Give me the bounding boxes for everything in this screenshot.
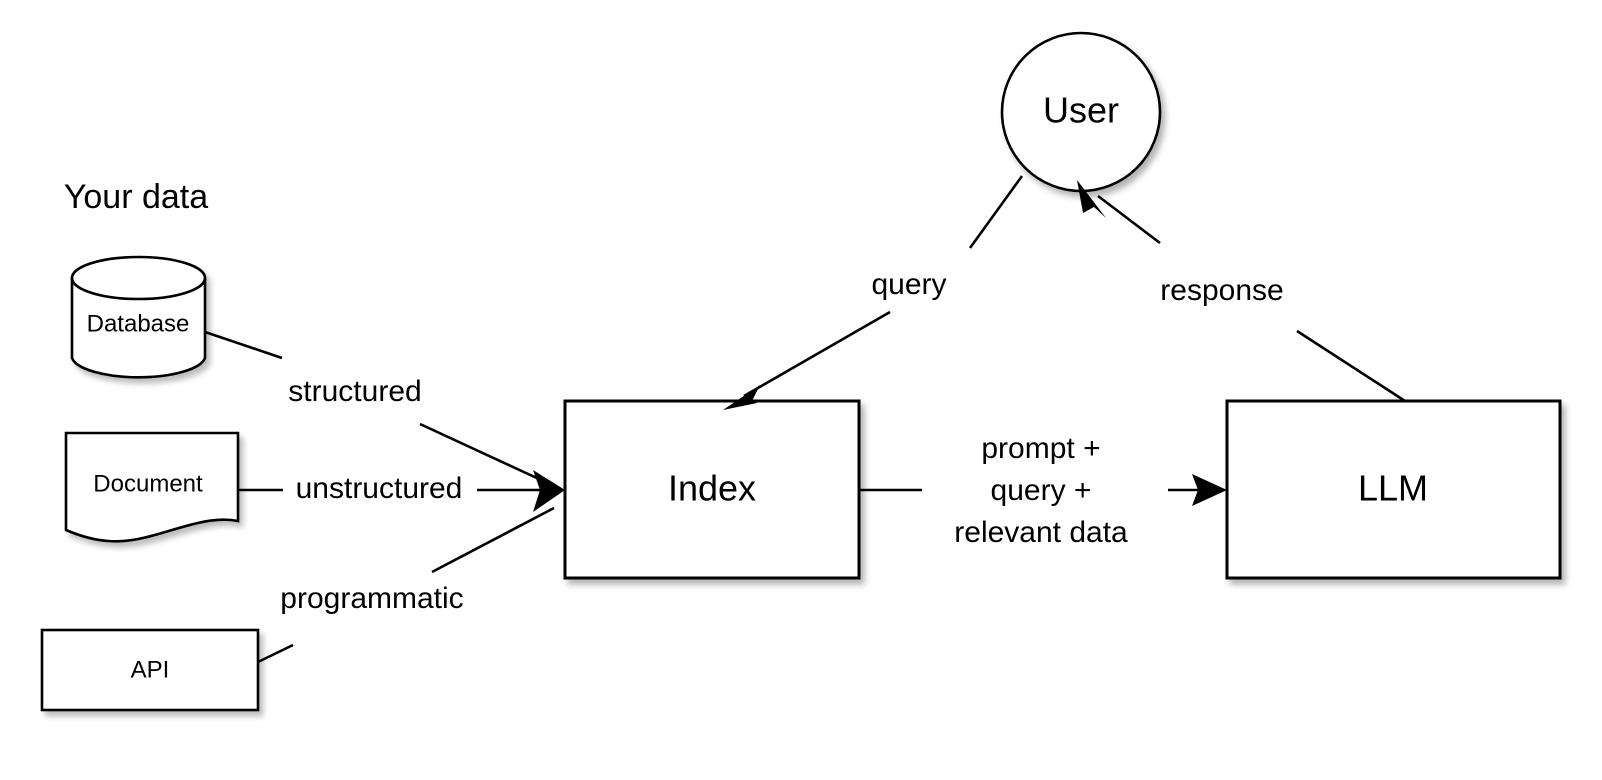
edge-label-response: response <box>1160 274 1283 307</box>
database-label: Database <box>87 310 190 337</box>
user-label: User <box>1043 90 1119 131</box>
document-label: Document <box>93 470 203 497</box>
edge-query-segment-2 <box>743 310 891 398</box>
arrowhead-into-user <box>1077 180 1106 218</box>
arrowhead-into-llm <box>1192 474 1227 506</box>
edge-label-structured: structured <box>288 375 421 408</box>
node-api[interactable] <box>40 628 260 712</box>
edge-programmatic-segment-1 <box>257 643 294 664</box>
edge-programmatic-segment-2 <box>431 506 555 574</box>
llm-rect <box>1225 399 1562 580</box>
edge-label-unstructured: unstructured <box>296 472 463 505</box>
node-document[interactable] <box>64 431 240 543</box>
page-title: Your data <box>64 178 208 216</box>
node-index[interactable] <box>563 399 861 580</box>
edge-label-index-llm-line2: query + <box>991 474 1092 507</box>
edge-structured-segment-1 <box>204 330 283 360</box>
arrowhead-into-index-left <box>533 470 565 512</box>
edge-label-index-llm-line3: relevant data <box>954 516 1128 549</box>
edge-label-index-llm-line1: prompt + <box>981 432 1100 465</box>
index-label: Index <box>668 468 756 509</box>
edge-label-query: query <box>871 268 946 301</box>
document-shape <box>64 431 240 543</box>
database-cylinder-top <box>70 255 207 301</box>
database-cylinder-body <box>70 276 207 379</box>
edge-response-segment-1 <box>1296 329 1406 403</box>
arrowhead-into-index-top <box>723 385 760 410</box>
edge-label-programmatic: programmatic <box>280 582 463 615</box>
llm-label: LLM <box>1358 468 1428 509</box>
node-database[interactable] <box>70 255 207 379</box>
edge-structured-segment-2 <box>419 422 555 488</box>
api-rect <box>40 628 260 712</box>
edge-query-segment-1 <box>968 175 1024 249</box>
api-label: API <box>131 656 170 683</box>
node-llm[interactable] <box>1225 399 1562 580</box>
index-rect <box>563 399 861 580</box>
edge-response-segment-2 <box>1097 194 1161 245</box>
